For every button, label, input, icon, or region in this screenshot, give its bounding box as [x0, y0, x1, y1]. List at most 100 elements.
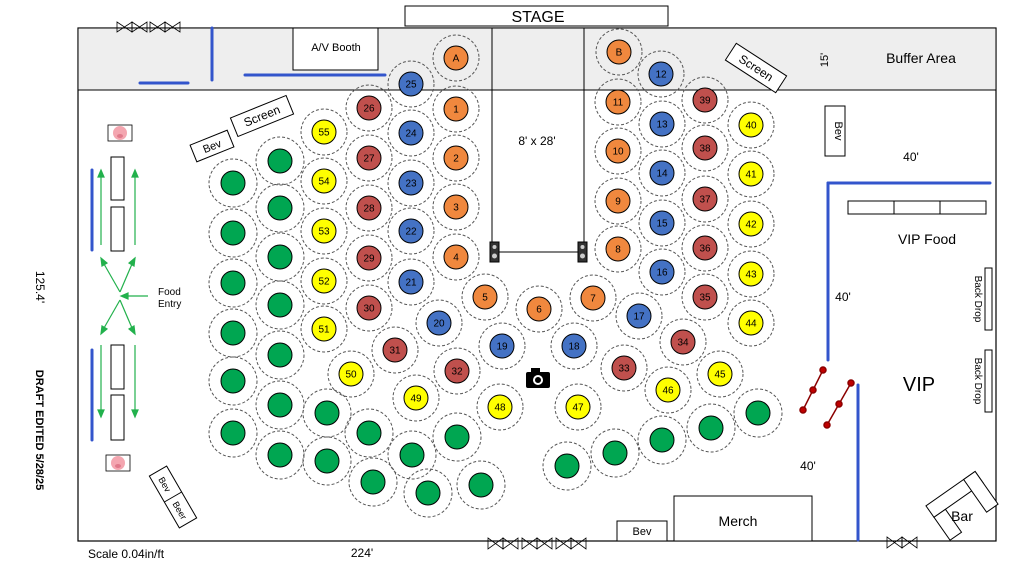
back-drop-2: Back Drop	[972, 349, 993, 413]
bar: Bar	[925, 470, 999, 541]
table-19: 19	[478, 322, 526, 370]
table-label: 32	[451, 367, 463, 378]
screen-left: Screen	[229, 94, 295, 138]
stage-label: STAGE	[511, 9, 564, 26]
vip-label: VIP	[903, 374, 935, 396]
table-43: 43	[727, 250, 775, 298]
vip-width-bottom-label: 40'	[800, 459, 816, 473]
table-6: 6	[515, 285, 563, 333]
table-23: 23	[387, 159, 435, 207]
green-table	[456, 460, 506, 510]
table-label: 51	[318, 325, 330, 336]
green-table	[208, 258, 258, 308]
table-label: 45	[714, 370, 726, 381]
bev-box-left-top: Bev	[189, 129, 235, 163]
green-table	[255, 232, 305, 282]
table-7: 7	[569, 274, 617, 322]
av-booth	[292, 27, 379, 71]
table-9: 9	[594, 177, 642, 225]
green-table	[637, 415, 687, 465]
bev-box-bottom	[616, 520, 668, 542]
table-12: 12	[637, 50, 685, 98]
table-label: 35	[699, 293, 711, 304]
table-label: 23	[405, 179, 417, 190]
table-label: 40	[745, 121, 757, 132]
table-13: 13	[638, 100, 686, 148]
buffer-area-label: Buffer Area	[886, 50, 956, 66]
table-label: 42	[745, 220, 757, 231]
table-label: 31	[389, 346, 401, 357]
table-50: 50	[327, 350, 375, 398]
table-22: 22	[387, 207, 435, 255]
table-10: 10	[594, 127, 642, 175]
table-label: 39	[699, 96, 711, 107]
table-label: 41	[745, 170, 757, 181]
bev-box-right: Bev	[824, 105, 846, 157]
pig-icon	[105, 454, 131, 472]
table-4: 4	[432, 233, 480, 281]
table-label: 53	[318, 227, 330, 238]
table-46: 46	[644, 366, 692, 414]
table-label: 16	[656, 268, 668, 279]
green-table	[686, 403, 736, 453]
table-35: 35	[681, 273, 729, 321]
svg-text:Bev: Bev	[832, 122, 844, 141]
green-table	[590, 428, 640, 478]
table-label: 10	[612, 147, 624, 158]
green-table	[348, 457, 398, 507]
table-27: 27	[345, 134, 393, 182]
table-label: 25	[405, 80, 417, 91]
table-label: 13	[656, 120, 668, 131]
table-label: 18	[568, 342, 580, 353]
table-label: 3	[453, 203, 459, 214]
table-18: 18	[550, 322, 598, 370]
table-47: 47	[554, 383, 602, 431]
speaker-icon	[489, 241, 500, 263]
green-table	[208, 408, 258, 458]
table-28: 28	[345, 184, 393, 232]
svg-text:Back Drop: Back Drop	[972, 358, 983, 405]
table-49: 49	[392, 374, 440, 422]
table-label: B	[616, 48, 623, 59]
table-38: 38	[681, 124, 729, 172]
table-label: 50	[345, 370, 357, 381]
table-label: 7	[590, 294, 596, 305]
stage-thrust	[491, 28, 585, 253]
green-table	[208, 356, 258, 406]
table-label: 33	[618, 364, 630, 375]
table-25: 25	[387, 60, 435, 108]
table-label: A	[453, 54, 460, 65]
table-label: 22	[405, 227, 417, 238]
green-table	[403, 468, 453, 518]
blue-walls	[90, 26, 992, 542]
food-entry-label-1: Food	[158, 287, 181, 298]
food-entry-label-2: Entry	[158, 299, 181, 310]
green-table	[255, 430, 305, 480]
table-48: 48	[476, 383, 524, 431]
table-label: 6	[536, 305, 542, 316]
green-table	[302, 436, 352, 486]
green-table	[255, 136, 305, 186]
green-table	[432, 412, 482, 462]
food-flow-arrows	[97, 168, 148, 419]
av-booth-label: A/V Booth	[311, 42, 361, 54]
table-label: 44	[745, 319, 757, 330]
table-label: 4	[453, 253, 459, 264]
table-label: 11	[613, 98, 624, 109]
table-40: 40	[727, 101, 775, 149]
table-label: 55	[318, 128, 330, 139]
stage-size-label: 8' x 28'	[518, 134, 555, 148]
table-14: 14	[638, 149, 686, 197]
table-label: 54	[318, 177, 330, 188]
table-label: 37	[699, 195, 711, 206]
table-3: 3	[432, 183, 480, 231]
green-table	[208, 308, 258, 358]
stanchion-rope	[799, 366, 855, 429]
bar-label: Bar	[951, 508, 973, 524]
table-20: 20	[415, 299, 463, 347]
table-52: 52	[300, 257, 348, 305]
table-30: 30	[345, 284, 393, 332]
table-2: 2	[432, 134, 480, 182]
table-label: 38	[699, 144, 711, 155]
